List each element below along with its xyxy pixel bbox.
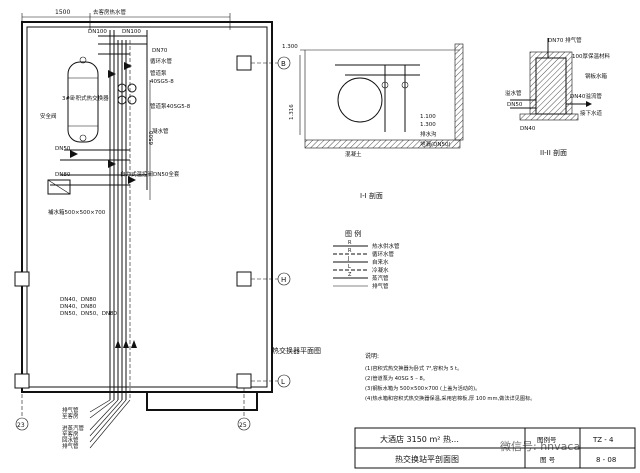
- dim-1100: 1.100: [420, 114, 436, 120]
- section-1: 1.300 1.100 1.300 1.316 排水沟 地漏(DN50) 混凝土…: [282, 43, 464, 200]
- label-steam: 管道泵: [150, 69, 167, 77]
- legend-title: 图 例: [345, 229, 361, 238]
- label-dn50: DN50: [55, 146, 71, 152]
- label-dn40-a: DN40、DN80: [60, 297, 97, 303]
- label-dn50-group: DN50、DN50、DN80: [60, 311, 118, 317]
- riser-label: 进蒸汽管: [62, 424, 85, 432]
- legend: 图 例 R 热水供水管 R 循环水管 J 自来水 L 冷凝水 Z 蒸汽管: [333, 229, 400, 290]
- section1-title: I-I 剖面: [360, 191, 383, 200]
- label-dn80: DN80: [55, 172, 71, 178]
- example-label: 图例号: [537, 435, 557, 444]
- note-item: (2)管道泵为 40SG 5 – 8。: [365, 374, 428, 382]
- label-dn50-s2: DN50: [507, 102, 523, 108]
- legend-item: R 热水供水管: [333, 240, 400, 250]
- legend-text: 热水供水管: [372, 242, 400, 250]
- note-item: (3)钢板水箱为 500×500×700 (上盖为活动的)。: [365, 384, 480, 392]
- label-concrete: 混凝土: [345, 150, 362, 158]
- label-dn40-b: DN40、DN80: [60, 304, 97, 310]
- label-condensate: 凝水管: [152, 127, 169, 135]
- section-2: DN70 排气管 100厚保温材料 钢板水箱 溢水管 DN50 DN40溢流管 …: [505, 36, 610, 157]
- notes: 说明: (1)容积式热交换器为卧式 7³,容积为 5 t。 (2)管道泵为 40…: [365, 352, 535, 402]
- dim-top-1500: 1500: [55, 9, 70, 16]
- legend-symbol: Z: [348, 272, 352, 278]
- title-block: 大酒店 3150 m² 热… 热交换站平剖面图 图例号 TZ - 4 图 号 8…: [354, 427, 636, 469]
- riser-label: 回水管: [62, 436, 79, 444]
- dim-side-6500: 6500: [149, 131, 155, 145]
- label-safety-valve: 安全阀: [40, 112, 57, 120]
- legend-text: 循环水管: [372, 250, 395, 258]
- axis-h: H: [281, 276, 286, 284]
- dim-1316: 1.316: [289, 104, 295, 120]
- legend-text: 自来水: [372, 258, 389, 266]
- label-pipe-pump: 管道泵40SG5-8: [150, 102, 191, 110]
- legend-symbol: R: [348, 248, 352, 254]
- legend-text: 蒸汽管: [372, 274, 389, 282]
- heat-exchanger: [67, 61, 99, 143]
- plan-title: 热交换器平面图: [272, 346, 321, 355]
- legend-item: R 循环水管: [333, 248, 395, 258]
- riser-label: 排气管: [62, 442, 79, 450]
- heat-exchanger-section: [337, 77, 383, 123]
- plan-view: 1500: [14, 8, 321, 450]
- section2-title: II-II 剖面: [540, 148, 567, 157]
- legend-item: J 自来水: [333, 256, 389, 266]
- number-label: 图 号: [540, 456, 556, 464]
- tz-code: TZ - 4: [592, 436, 614, 444]
- label-pump: 40SG5-8: [150, 79, 174, 85]
- notes-title: 说明:: [365, 352, 379, 360]
- legend-symbol: R: [348, 240, 352, 246]
- note-item: (1)容积式热交换器为卧式 7³,容积为 5 t。: [365, 364, 462, 372]
- label-tank-size: 補水箱500×500×700: [48, 208, 106, 216]
- label-dn70-exhaust: DN70 排气管: [548, 36, 582, 44]
- label-drain-ditch: 排水沟: [420, 130, 437, 138]
- label-dn40-overflow: DN40溢流管: [570, 92, 602, 100]
- axis-b: B: [281, 60, 286, 68]
- legend-item: 排气管: [333, 282, 389, 290]
- legend-text: 排气管: [372, 282, 389, 290]
- label-dn100: DN100: [88, 29, 107, 35]
- label-insulation: 100厚保温材料: [572, 52, 610, 60]
- riser-label: 排气管: [62, 406, 79, 414]
- label-heater: 3#卧积式热交换器: [62, 94, 109, 102]
- dim-1300b: 1.300: [420, 122, 436, 128]
- legend-symbol: J: [347, 256, 349, 262]
- legend-item: L 冷凝水: [333, 264, 389, 274]
- label-dn70: DN70: [152, 48, 168, 54]
- legend-symbol: L: [348, 264, 351, 270]
- label-circulation: 循环水管: [150, 57, 173, 65]
- label-hot-water: 去客房热水管: [93, 8, 127, 16]
- axis-25: 25: [239, 422, 247, 429]
- label-to-sewer: 接下水道: [580, 109, 603, 117]
- dim-1300: 1.300: [282, 44, 298, 50]
- label-temp-valve: 自力式温控阀DN50全套: [120, 170, 180, 178]
- makeup-water-tank: [47, 179, 71, 195]
- label-overflow: 溢水管: [505, 89, 522, 97]
- axis-l: L: [281, 378, 285, 386]
- note-item: (4)热水箱和容积式热交换器保温,采用岩棉板,厚 100 mm,做法详见图标。: [365, 394, 535, 402]
- watermark-text: 微信号: hnvaca: [500, 439, 580, 453]
- project-name: 大酒店 3150 m² 热…: [380, 434, 459, 444]
- drawing-name: 热交换站平剖面图: [395, 454, 459, 464]
- legend-text: 冷凝水: [372, 266, 389, 274]
- label-floor-drain: 地漏(DN50): [420, 140, 451, 148]
- label-dn100: DN100: [122, 29, 141, 35]
- legend-item: Z 蒸汽管: [333, 272, 389, 282]
- label-dn40-s2: DN40: [520, 126, 536, 132]
- label-steel-tank: 钢板水箱: [585, 72, 608, 80]
- riser-label: 至客房: [62, 430, 79, 438]
- drawing-number: 8 - 08: [596, 456, 616, 464]
- riser-label: 至客房: [62, 412, 79, 420]
- axis-23: 23: [17, 422, 25, 429]
